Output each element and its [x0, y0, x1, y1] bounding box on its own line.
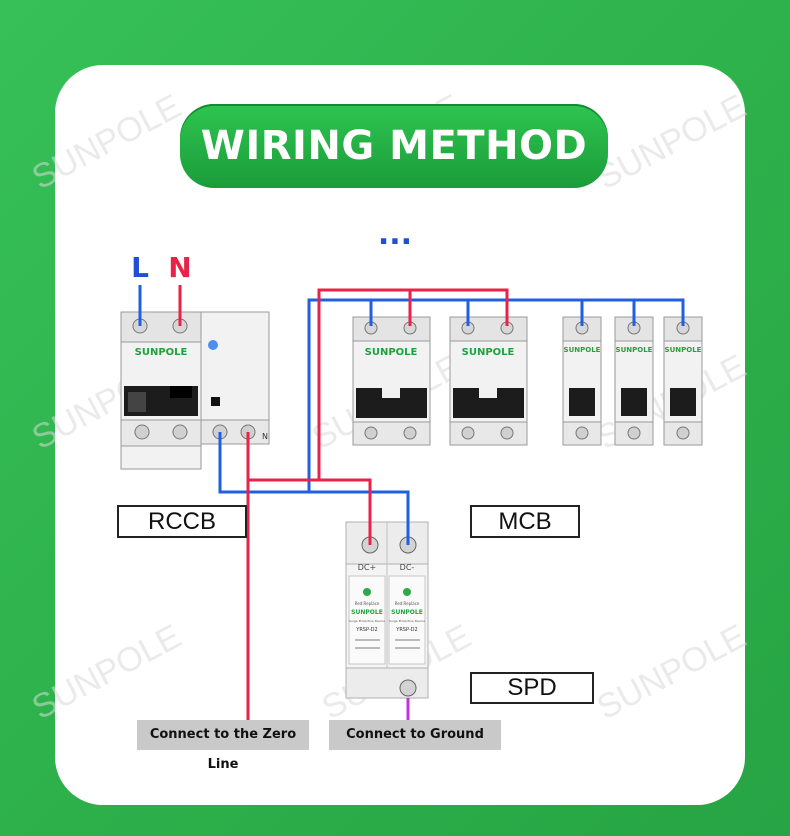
watermark-9: SUNPOLE [591, 617, 752, 727]
zero-line-caption: Connect to the Zero Line [137, 720, 309, 772]
spd-left-brand-text: SUNPOLE [351, 609, 383, 616]
mcb3-brand-text: SUNPOLE [564, 346, 601, 354]
live-terminal-label: L [131, 251, 149, 284]
spd-dc-plus-text: DC+ [358, 563, 376, 572]
spd-left-replace-text: Red:Replace [355, 601, 380, 606]
title-banner [180, 104, 608, 188]
mcb-1pole-1: SUNPOLE [562, 316, 602, 446]
rccb-label: RCCB [117, 505, 247, 538]
page-title: WIRING METHOD [200, 123, 588, 169]
ellipsis-dots: ... [378, 217, 412, 252]
live-rccb-to-spd [246, 432, 372, 545]
mcb-2pole-2: SUNPOLE [449, 316, 528, 446]
spd-right-model-text: YRSP-D2 [395, 627, 417, 633]
spd-right-replace-text: Red:Replace [395, 601, 420, 606]
rccb-brand-text: SUNPOLE [135, 347, 188, 358]
spd-label: SPD [470, 672, 594, 704]
mcb-2pole-1: SUNPOLE [352, 316, 431, 446]
ground-caption: Connect to Ground [329, 720, 501, 750]
rccb-device: SUNPOLE N [120, 311, 270, 470]
spd-device: DC+ DC- Red:Replace Red:Replace SUNPOLE … [345, 521, 429, 699]
mcb-1pole-2: SUNPOLE [614, 316, 654, 446]
mcb4-brand-text: SUNPOLE [616, 346, 653, 354]
watermark-1: SUNPOLE [26, 87, 187, 197]
neutral-bus-wire [307, 298, 685, 492]
rccb-n-terminal-text: N [262, 432, 268, 441]
spd-right-device-text: Surge Protective Device [389, 619, 425, 623]
live-wires [178, 285, 509, 722]
neutral-wires [138, 285, 685, 545]
spd-left-device-text: Surge Protective Device [349, 619, 385, 623]
spd-dc-minus-text: DC- [400, 563, 415, 572]
mcb-label: MCB [470, 505, 580, 538]
neutral-terminal-label: N [168, 251, 191, 284]
watermark-7: SUNPOLE [26, 617, 187, 727]
live-bus-wire [317, 288, 509, 480]
watermark-3: SUNPOLE [591, 87, 752, 197]
spd-left-model-text: YRSP-D2 [355, 627, 377, 633]
mcb2-brand-text: SUNPOLE [462, 347, 515, 358]
mcb-1pole-3: SUNPOLE [663, 316, 703, 446]
mcb1-brand-text: SUNPOLE [365, 347, 418, 358]
neutral-rccb-to-spd [218, 432, 410, 545]
mcb5-brand-text: SUNPOLE [665, 346, 702, 354]
spd-right-brand-text: SUNPOLE [391, 609, 423, 616]
